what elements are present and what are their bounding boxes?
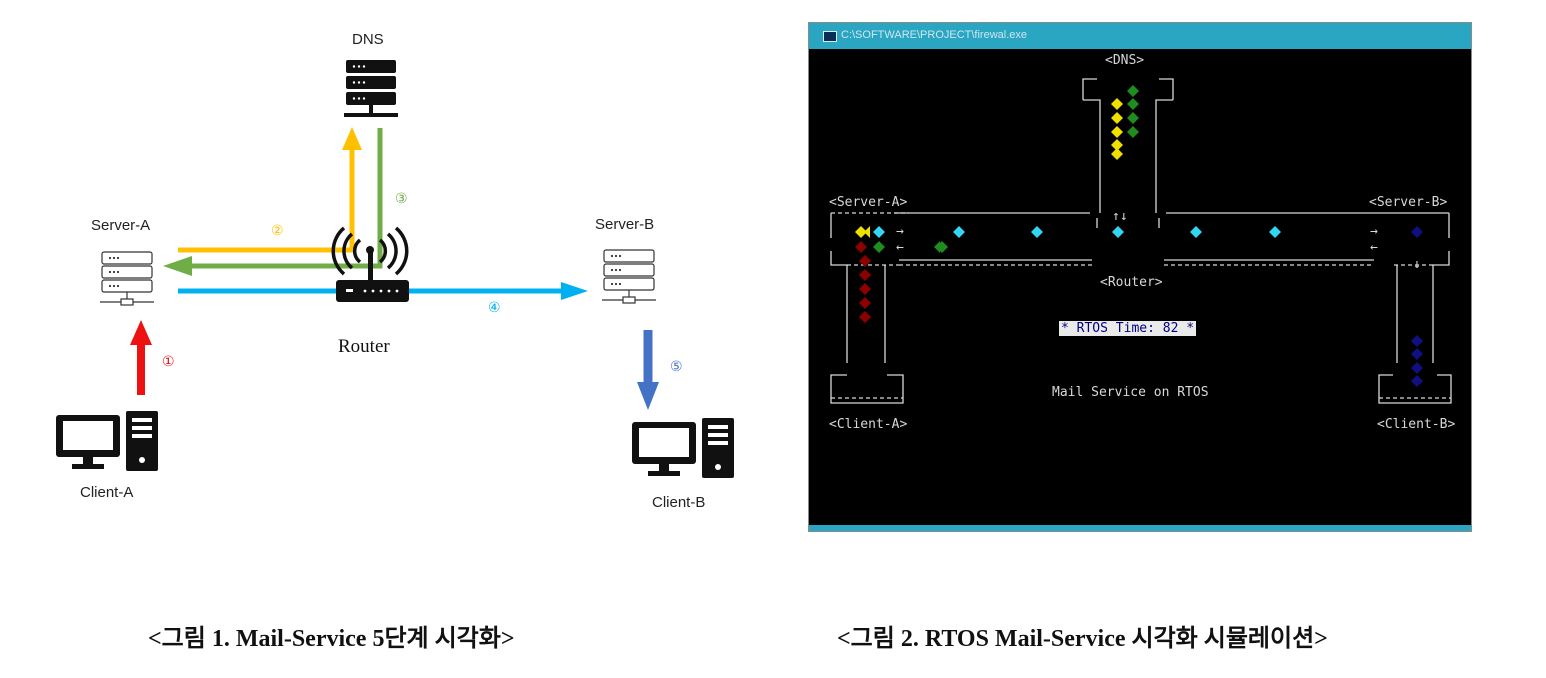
- rtos-time-display: * RTOS Time: 82 *: [1059, 321, 1197, 336]
- packet-marker: [873, 226, 885, 238]
- client-a-node-label: <Client-A>: [829, 417, 908, 432]
- client-b-label: Client-B: [652, 494, 706, 511]
- packet-marker: [1411, 348, 1423, 360]
- server-b-label: Server-B: [595, 216, 655, 233]
- console-icon: [823, 31, 837, 42]
- packet-marker: [859, 311, 871, 323]
- client-a-computer-icon: [56, 411, 158, 471]
- server-a-icon: [100, 251, 154, 306]
- server-b-icon: [602, 249, 656, 304]
- packet-marker: [1111, 112, 1123, 124]
- packet-direction-marker: [934, 241, 940, 253]
- step3-arrow: [188, 128, 383, 269]
- dns-server-icon: [344, 60, 398, 117]
- router-label: Router: [338, 336, 390, 357]
- packet-marker: [855, 241, 867, 253]
- window-bottom-bar: [809, 525, 1471, 531]
- simulation-frame: [830, 78, 1452, 404]
- step2-arrow: [178, 145, 355, 253]
- server-b-node-label: <Server-B>: [1369, 195, 1448, 210]
- server-b-down-arrow: ↓: [1413, 257, 1421, 272]
- packet-marker: [855, 226, 867, 238]
- step4-number: ④: [488, 300, 501, 316]
- server-a-right-arrow: →: [896, 224, 904, 239]
- server-b-right-arrow: →: [1370, 224, 1378, 239]
- packet-marker: [1127, 98, 1139, 110]
- packet-marker: [1127, 112, 1139, 124]
- router-updown-arrows: ↑↓: [1112, 209, 1128, 224]
- figure-2-caption: <그림 2. RTOS Mail-Service 시각화 시뮬레이션>: [837, 626, 1328, 652]
- packet-marker: [1127, 126, 1139, 138]
- packet-marker: [859, 297, 871, 309]
- window-titlebar[interactable]: C:\SOFTWARE\PROJECT\firewal.exe: [809, 23, 1471, 49]
- mail-service-status: Mail Service on RTOS: [1052, 385, 1209, 400]
- packet-marker: [859, 255, 871, 267]
- step5-number: ⑤: [670, 359, 683, 375]
- packet-marker: [859, 283, 871, 295]
- packet-marker: [953, 226, 965, 238]
- dns-label: DNS: [352, 31, 384, 48]
- step1-number: ①: [162, 354, 175, 370]
- server-a-node-label: <Server-A>: [829, 195, 908, 210]
- packet-marker: [1112, 226, 1124, 238]
- packet-marker: [1190, 226, 1202, 238]
- mail-service-diagram: [56, 60, 734, 478]
- server-b-left-arrow: ←: [1370, 240, 1378, 255]
- window-title: C:\SOFTWARE\PROJECT\firewal.exe: [841, 29, 1028, 41]
- packet-marker: [873, 241, 885, 253]
- packet-marker: [1111, 98, 1123, 110]
- server-a-label: Server-A: [91, 217, 151, 234]
- packet-marker: [1411, 362, 1423, 374]
- console-window: C:\SOFTWARE\PROJECT\firewal.exe: [808, 22, 1472, 532]
- packet-marker: [1111, 139, 1123, 151]
- step2-number: ②: [271, 223, 284, 239]
- packet-marker: [1111, 148, 1123, 160]
- packet-marker: [1127, 85, 1139, 97]
- step3-number: ③: [395, 191, 408, 207]
- client-b-node-label: <Client-B>: [1377, 417, 1456, 432]
- packet-marker: [1411, 226, 1423, 238]
- client-b-computer-icon: [632, 418, 734, 478]
- packet-marker: [1411, 375, 1423, 387]
- packet-direction-marker: [864, 226, 870, 238]
- router-node-label: <Router>: [1100, 275, 1163, 290]
- figure-1-caption: <그림 1. Mail-Service 5단계 시각화>: [148, 626, 515, 652]
- packet-marker: [1031, 226, 1043, 238]
- dns-node-label: <DNS>: [1105, 53, 1145, 68]
- mail-packet-markers: [855, 85, 1423, 387]
- packet-marker: [1111, 126, 1123, 138]
- packet-marker: [1411, 335, 1423, 347]
- client-a-label: Client-A: [80, 484, 134, 501]
- packet-marker: [859, 269, 871, 281]
- packet-marker: [1269, 226, 1281, 238]
- router-icon: [331, 226, 409, 302]
- server-a-left-arrow: ←: [896, 240, 904, 255]
